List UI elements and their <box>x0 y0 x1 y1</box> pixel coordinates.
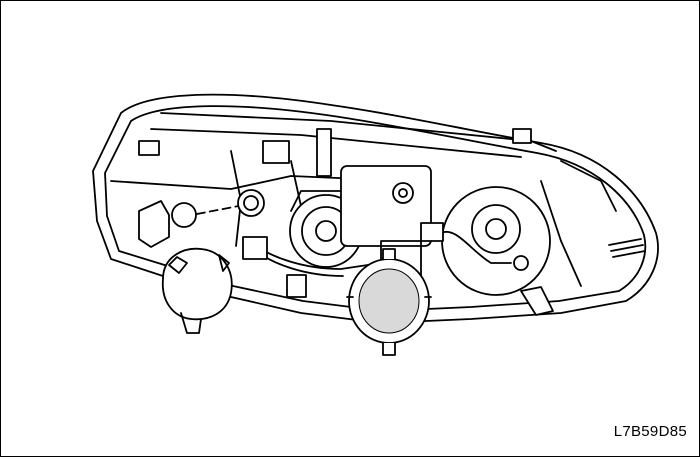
top-mount-post <box>316 128 332 177</box>
side-bulb-socket <box>138 200 170 248</box>
top-flange <box>160 112 557 152</box>
side-bulb-hole <box>237 189 265 217</box>
side-bulb <box>171 202 197 228</box>
high-beam-reflector <box>441 186 551 296</box>
lower-bracket-left <box>286 274 307 298</box>
dust-cap-left <box>161 247 233 321</box>
low-beam-connector <box>242 236 268 260</box>
housing-outline <box>92 93 659 324</box>
center-socket <box>392 182 414 204</box>
figure-code: L7B59D85 <box>613 423 687 440</box>
vent-lines <box>608 238 646 258</box>
center-bracket <box>340 165 432 247</box>
high-beam-socket <box>471 204 521 254</box>
high-beam-wire <box>440 230 512 264</box>
top-mount-tab-left <box>138 140 160 156</box>
top-mount-tab-right <box>512 128 532 144</box>
top-mount-tab-mid <box>262 140 290 164</box>
housing-inner-rim <box>104 105 647 312</box>
lower-bracket-right <box>520 286 554 316</box>
